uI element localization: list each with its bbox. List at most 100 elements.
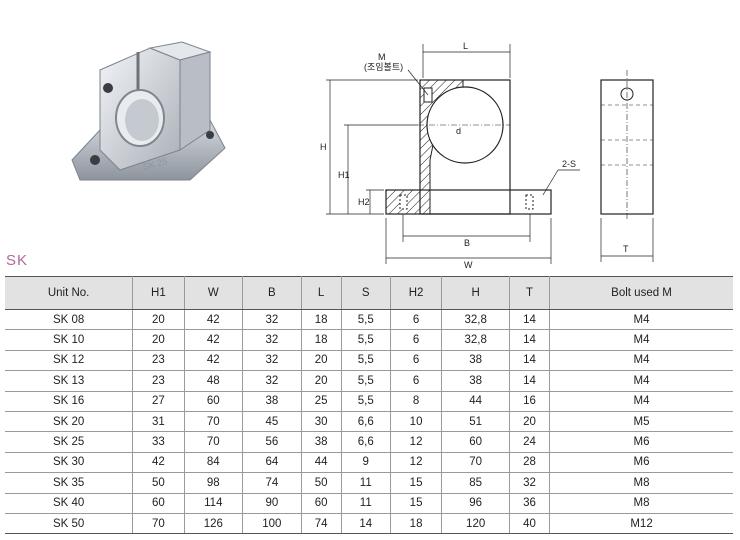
table-cell: 16 (509, 391, 551, 412)
table-cell: 38 (242, 391, 302, 412)
table-cell: 23 (132, 370, 185, 392)
table-cell: 38 (441, 350, 511, 372)
label-diameter: d (456, 126, 461, 136)
series-title: SK (6, 252, 29, 269)
table-row: SK 50 70 126 100 74 14 18 120 40 M12 (5, 513, 733, 535)
table-cell: 50 (300, 472, 342, 494)
table-cell: SK 08 (5, 309, 134, 331)
table-cell: 23 (132, 350, 185, 372)
table-cell: 12 (389, 431, 443, 453)
side-view (600, 70, 654, 220)
table-cell: M4 (549, 309, 733, 331)
table-cell: 84 (183, 452, 244, 474)
label-bolt-note: (조임볼트) (364, 61, 403, 72)
table-cell: 126 (183, 513, 244, 535)
table-cell: 20 (300, 370, 342, 392)
table-cell: M6 (549, 452, 733, 474)
table-cell: 38 (441, 370, 511, 392)
label-slot: 2-S (562, 159, 576, 169)
column-header: H (441, 276, 511, 310)
table-cell: 48 (183, 370, 244, 392)
table-row: SK 16 27 60 38 25 5,5 8 44 16 M4 (5, 391, 733, 412)
table-cell: M8 (549, 493, 733, 514)
table-cell: 27 (132, 391, 185, 412)
table-cell: SK 12 (5, 350, 134, 372)
table-cell: 32 (242, 350, 302, 372)
dimension-lines (326, 44, 654, 264)
table-cell: M12 (549, 513, 733, 535)
table-row: SK 10 20 42 32 18 5,5 6 32,8 14 M4 (5, 329, 733, 351)
table-cell: 70 (132, 513, 185, 535)
front-view (385, 79, 552, 215)
table-cell: 120 (441, 513, 511, 535)
table-cell: M4 (549, 391, 733, 412)
table-cell: 6 (389, 329, 443, 351)
table-cell: 18 (300, 329, 342, 351)
table-cell: 96 (441, 493, 511, 514)
table-row: SK 08 20 42 32 18 5,5 6 32,8 14 M4 (5, 309, 733, 331)
table-cell: 32,8 (441, 329, 511, 351)
dimension-drawing: L M (조임볼트) H H1 H2 d 2-S B W T (320, 41, 654, 270)
table-cell: 32 (242, 370, 302, 392)
column-header: Unit No. (5, 276, 134, 310)
table-cell: 6,6 (340, 411, 391, 433)
table-cell: 70 (183, 411, 244, 433)
table-row: SK 12 23 42 32 20 5,5 6 38 14 M4 (5, 350, 733, 372)
table-cell: 114 (183, 493, 244, 514)
table-cell: M6 (549, 431, 733, 453)
table-cell: 60 (183, 391, 244, 412)
table-cell: 74 (300, 513, 342, 535)
table-cell: 5,5 (340, 309, 391, 331)
table-row: SK 30 42 84 64 44 9 12 70 28 M6 (5, 452, 733, 474)
table-cell: 50 (132, 472, 185, 494)
table-row: SK 40 60 114 90 60 11 15 96 36 M8 (5, 493, 733, 514)
table-cell: M8 (549, 472, 733, 494)
table-cell: SK 10 (5, 329, 134, 351)
table-cell: 64 (242, 452, 302, 474)
table-cell: 98 (183, 472, 244, 494)
table-cell: SK 16 (5, 391, 134, 412)
label-shaft-height: H1 (338, 170, 350, 180)
table-cell: 40 (509, 513, 551, 535)
table-cell: 5,5 (340, 391, 391, 412)
table-row: SK 20 31 70 45 30 6,6 10 51 20 M5 (5, 411, 733, 433)
table-cell: 51 (441, 411, 511, 433)
table-cell: 8 (389, 391, 443, 412)
column-header: T (509, 276, 551, 310)
column-header: L (300, 276, 342, 310)
table-cell: 20 (509, 411, 551, 433)
table-cell: 12 (389, 452, 443, 474)
table-cell: 31 (132, 411, 185, 433)
table-cell: 5,5 (340, 370, 391, 392)
table-cell: 32 (509, 472, 551, 494)
column-header: W (183, 276, 244, 310)
column-header: H2 (389, 276, 443, 310)
table-cell: 32,8 (441, 309, 511, 331)
label-base-height: H2 (358, 197, 370, 207)
table-cell: SK 25 (5, 431, 134, 453)
table-cell: 24 (509, 431, 551, 453)
table-cell: 33 (132, 431, 185, 453)
label-bolt-spacing: B (464, 238, 470, 248)
column-header: S (340, 276, 391, 310)
table-cell: 70 (183, 431, 244, 453)
table-cell: 20 (132, 329, 185, 351)
label-bolt: M (378, 52, 386, 62)
table-cell: 60 (132, 493, 185, 514)
table-cell: 9 (340, 452, 391, 474)
table-cell: SK 40 (5, 493, 134, 514)
specs-table: Unit No. H1 W B L S H2 H T Bolt used M S… (5, 276, 733, 535)
table-cell: SK 13 (5, 370, 134, 392)
table-cell: SK 35 (5, 472, 134, 494)
table-cell: 32 (242, 329, 302, 351)
table-cell: 20 (300, 350, 342, 372)
table-cell: 25 (300, 391, 342, 412)
table-cell: 74 (242, 472, 302, 494)
table-cell: 42 (183, 329, 244, 351)
table-cell: M4 (549, 370, 733, 392)
table-cell: 15 (389, 493, 443, 514)
table-cell: 14 (509, 309, 551, 331)
table-cell: 85 (441, 472, 511, 494)
table-cell: 42 (183, 309, 244, 331)
table-cell: M5 (549, 411, 733, 433)
